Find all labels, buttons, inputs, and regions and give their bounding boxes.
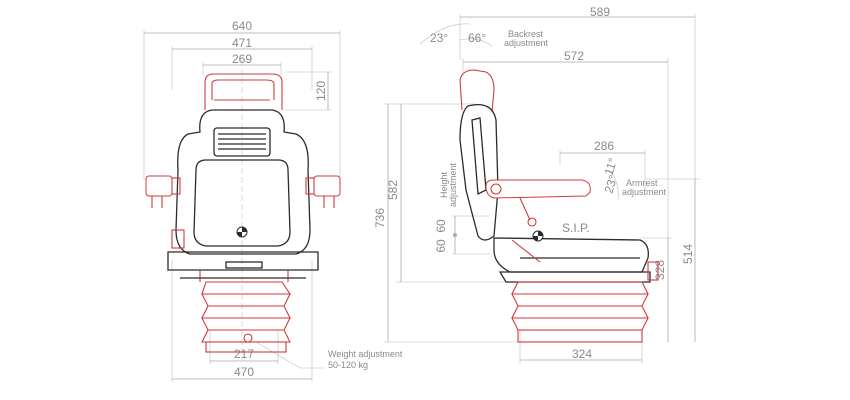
dim-overall-width: 640: [232, 19, 252, 33]
front-seat-cushion: [193, 159, 291, 247]
weight-adjustment-label: Weight adjustment: [328, 349, 403, 359]
dim-overall-height: 736: [373, 208, 387, 228]
front-backrest: [175, 109, 311, 255]
dim-backrest-height: 582: [386, 180, 400, 200]
backrest-angle-forward: 23°: [430, 31, 448, 45]
side-view: 589 572 286 324 736 582: [373, 5, 700, 364]
dim-height-travel-a: 60: [434, 239, 448, 253]
dim-seat-width: 470: [234, 365, 254, 379]
dim-seat-height: 514: [681, 244, 695, 264]
front-headrest: [204, 73, 283, 110]
weight-range-label: 50-120 kg: [328, 360, 368, 370]
side-headrest: [459, 69, 495, 113]
dim-height-travel-b: 60: [434, 219, 448, 233]
front-suspension-bellows: [201, 281, 292, 353]
dim-base-depth: 324: [572, 347, 592, 361]
side-suspension-bellows: [511, 281, 649, 343]
dim-armrest-width: 471: [232, 36, 252, 50]
dim-backrest-depth: 572: [564, 49, 584, 63]
side-armrest: [485, 179, 591, 227]
dim-armrest-depth: 286: [594, 139, 614, 153]
front-armrest-right: [305, 175, 341, 208]
height-adjustment-label-2: adjustment: [448, 162, 458, 207]
dim-backrest-width: 269: [232, 52, 252, 66]
armrest-angle-down: 23°: [602, 173, 621, 195]
dim-base-width: 217: [234, 347, 254, 361]
dim-headrest-height: 120: [314, 81, 328, 101]
backrest-angle-back: 66°: [468, 31, 486, 45]
front-view: 640 471 269 120 217 470: [143, 19, 403, 382]
side-sip-marker: [532, 230, 544, 242]
backrest-adjustment-label-2: adjustment: [504, 38, 549, 48]
front-seat-frame: [167, 251, 319, 271]
dim-overall-depth: 589: [590, 5, 610, 19]
backrest-adjustment-label-1: Backrest: [508, 29, 544, 39]
armrest-adjustment-label-1: Armrest: [626, 178, 658, 188]
sip-label: S.I.P.: [562, 221, 590, 235]
dim-suspension-height: 328: [653, 260, 667, 280]
front-backrest-grille: [213, 127, 271, 157]
front-sip-marker: [236, 226, 248, 238]
side-seat-cushion: [493, 237, 649, 273]
height-adjustment-label-1: Height: [439, 171, 449, 198]
front-armrest-left: [145, 175, 181, 208]
armrest-adjustment-label-2: adjustment: [622, 187, 667, 197]
side-backrest: [459, 103, 499, 241]
front-dimensions: 640 471 269 120 217 470: [143, 19, 403, 382]
armrest-angle-up: 11°: [602, 156, 621, 177]
side-dimensions: 589 572 286 324 736 582: [373, 5, 700, 364]
